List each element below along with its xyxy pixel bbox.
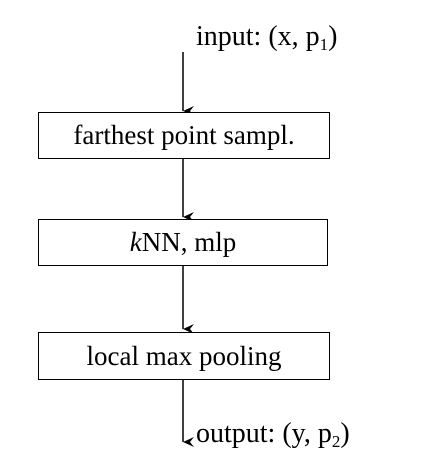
input-label-suffix: ): [328, 21, 338, 52]
step-label: local max pooling: [86, 340, 282, 371]
output-label: output: (y, p2): [196, 418, 350, 451]
output-label-suffix: ): [340, 418, 350, 449]
output-label-subscript: 2: [331, 432, 341, 451]
step-local-max-pooling: local max pooling: [38, 332, 330, 380]
step-label-rest: NN, mlp: [141, 227, 237, 257]
input-label-prefix: input: (x, p: [196, 21, 320, 52]
step-label: kNN, mlp: [130, 229, 236, 256]
step-knn-mlp: kNN, mlp: [38, 219, 328, 266]
output-label-prefix: output: (y, p: [196, 418, 332, 449]
step-label: farthest point sampl.: [73, 120, 295, 150]
input-label: input: (x, p1): [196, 21, 338, 54]
input-label-subscript: 1: [319, 35, 329, 54]
step-farthest-point-sampling: farthest point sampl.: [38, 112, 330, 159]
step-label-italic: k: [129, 227, 142, 257]
